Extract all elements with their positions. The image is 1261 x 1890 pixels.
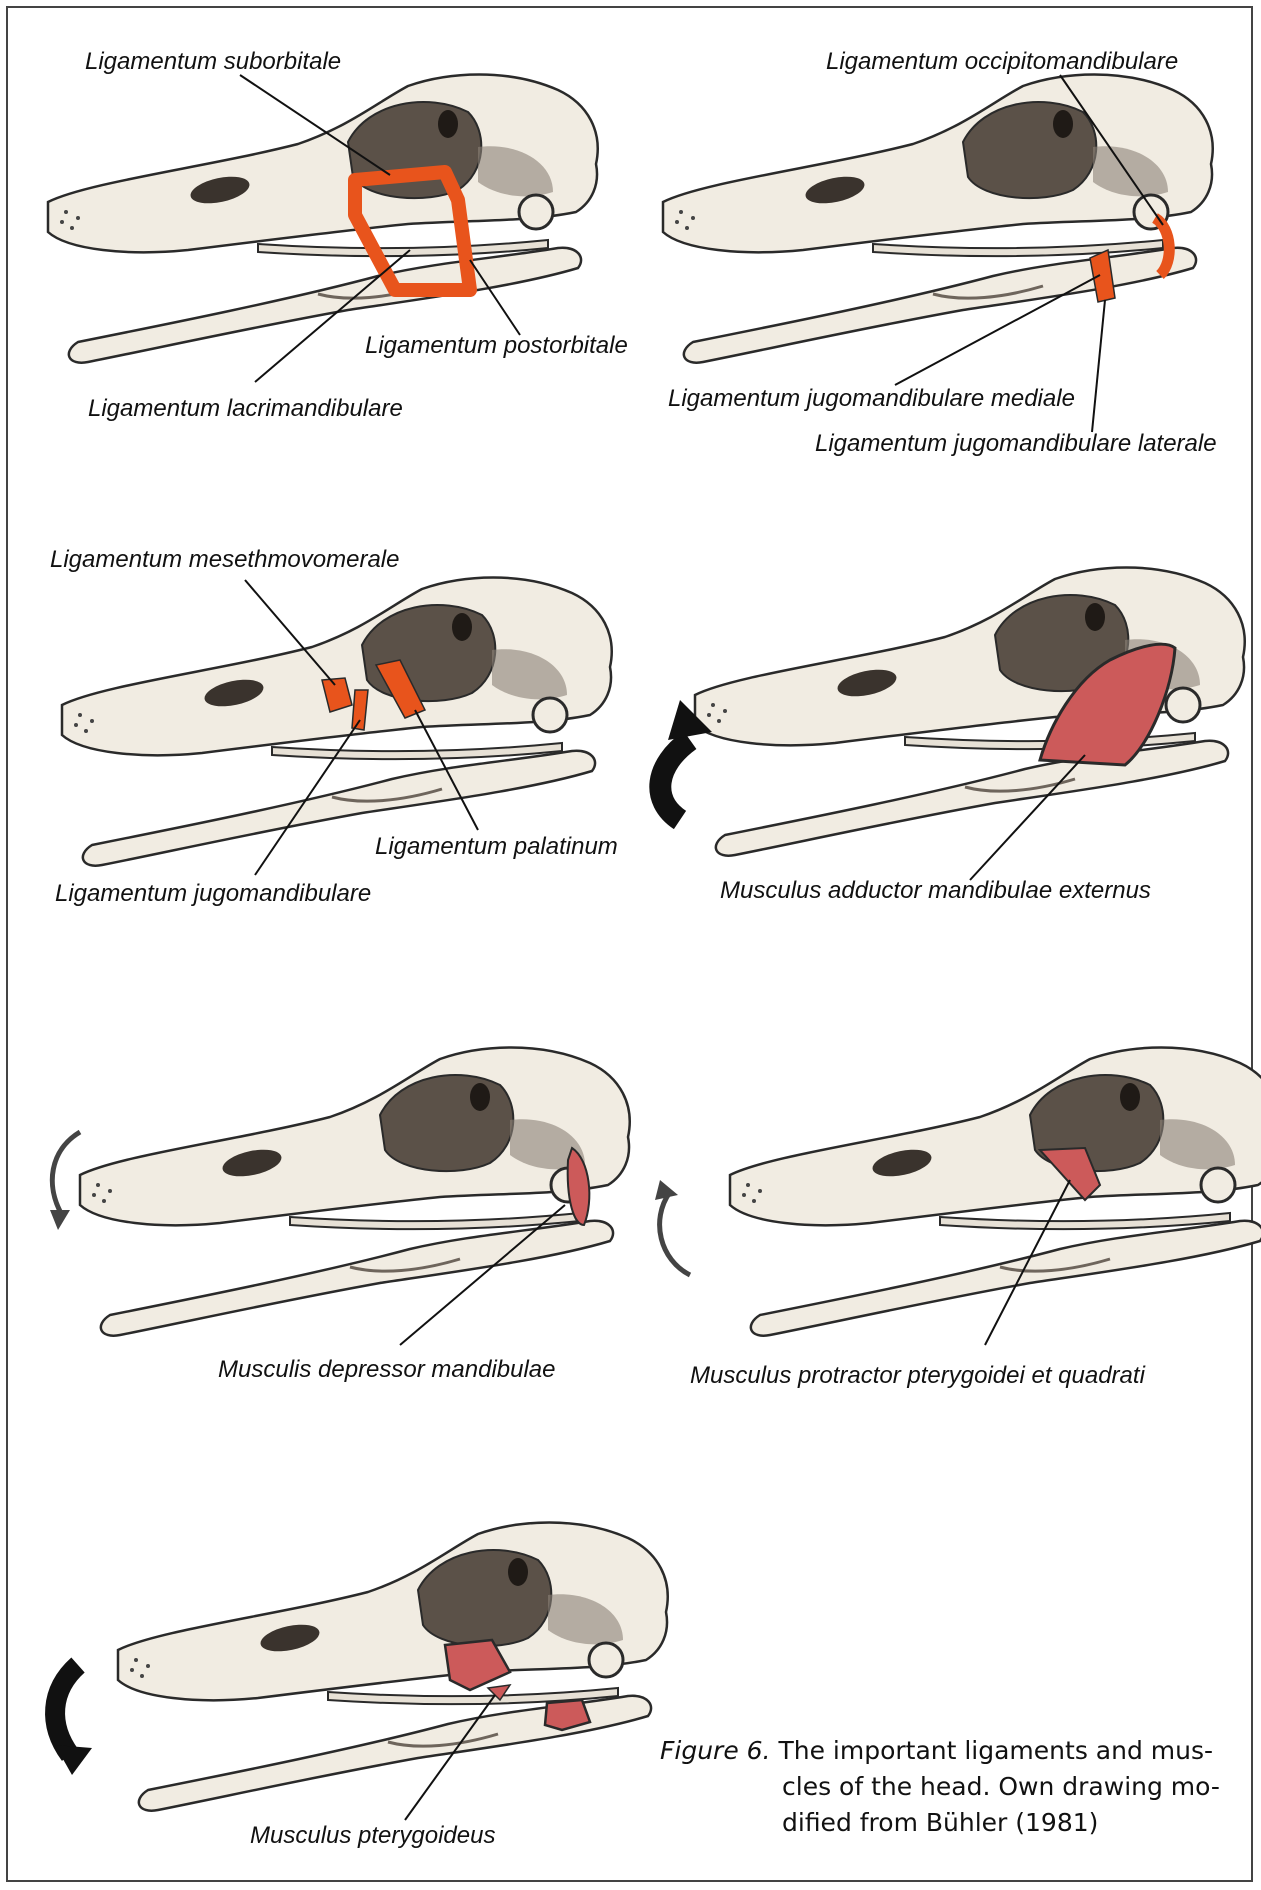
label-ligamentum-occipitomandibulare: Ligamentum occipitomandibulare — [826, 48, 1178, 76]
label-ligamentum-palatinum: Ligamentum palatinum — [375, 833, 618, 861]
rotation-arrowhead-5 — [50, 1210, 70, 1230]
label-ligamentum-mesethmovomerale: Ligamentum mesethmovomerale — [50, 546, 400, 574]
caption-line-2: cles of the head. Own drawing mo- — [660, 1769, 1230, 1805]
label-ligamentum-jugomandibulare-laterale: Ligamentum jugomandibulare laterale — [815, 430, 1217, 458]
rotation-arrow-6 — [660, 1192, 690, 1275]
rotation-arrow-7 — [55, 1665, 78, 1755]
label-ligamentum-jugomandibulare: Ligamentum jugomandibulare — [55, 880, 371, 908]
label-musculus-adductor: Musculus adductor mandibulae externus — [720, 877, 1151, 905]
label-ligamentum-lacrimandibulare: Ligamentum lacrimandibulare — [88, 395, 403, 423]
caption-line-1: Figure 6. The important ligaments and mu… — [660, 1733, 1230, 1769]
skull-illustration-1 — [48, 75, 598, 363]
skull-illustration-7 — [118, 1523, 668, 1811]
label-ligamentum-suborbitale: Ligamentum suborbitale — [85, 48, 341, 76]
label-musculis-depressor: Musculis depressor mandibulae — [218, 1356, 556, 1384]
skull-illustration-5 — [80, 1048, 630, 1336]
label-ligamentum-postorbitale: Ligamentum postorbitale — [365, 332, 628, 360]
rotation-arrow-5 — [52, 1132, 80, 1215]
rotation-arrowhead-7 — [55, 1745, 92, 1775]
skull-illustration-4 — [695, 568, 1245, 856]
label-musculus-protractor: Musculus protractor pterygoidei et quadr… — [690, 1362, 1145, 1390]
caption-figure-label: Figure 6. — [660, 1736, 771, 1765]
rotation-arrow-4 — [660, 740, 690, 820]
caption-line-3: dified from Bühler (1981) — [660, 1805, 1230, 1841]
figure-caption: Figure 6. The important ligaments and mu… — [660, 1733, 1230, 1841]
leader-line-jugo-laterale — [1092, 300, 1105, 432]
skull-illustration-6 — [730, 1048, 1261, 1336]
skull-illustration-2 — [663, 75, 1213, 363]
caption-text-1: The important ligaments and mus- — [778, 1736, 1213, 1765]
label-ligamentum-jugomandibulare-mediale: Ligamentum jugomandibulare mediale — [668, 385, 1075, 413]
skull-illustration-3 — [62, 578, 612, 866]
rotation-arrowhead-6 — [655, 1180, 678, 1200]
label-musculus-pterygoideus: Musculus pterygoideus — [250, 1822, 495, 1850]
